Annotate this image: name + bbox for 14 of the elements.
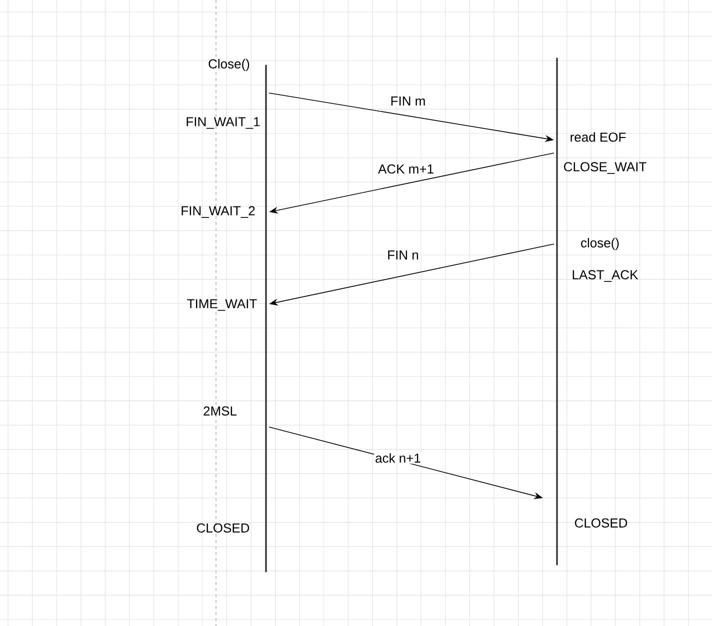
edge-label: ack n+1 bbox=[374, 452, 422, 464]
state-label: CLOSED bbox=[196, 523, 250, 533]
state-label: Close() bbox=[208, 58, 250, 72]
edge-label: FIN m bbox=[389, 96, 427, 106]
state-label: CLOSE_WAIT bbox=[564, 162, 646, 174]
state-label: LAST_ACK bbox=[572, 270, 638, 282]
state-label: read EOF bbox=[570, 132, 626, 142]
state-label: 2MSL bbox=[204, 406, 237, 416]
state-label: close() bbox=[581, 238, 619, 250]
edge-label: ACK m+1 bbox=[377, 163, 435, 175]
state-label: CLOSED bbox=[574, 518, 628, 528]
lifeline bbox=[265, 64, 267, 572]
edge-label: FIN n bbox=[386, 250, 420, 260]
lifeline bbox=[556, 58, 558, 566]
